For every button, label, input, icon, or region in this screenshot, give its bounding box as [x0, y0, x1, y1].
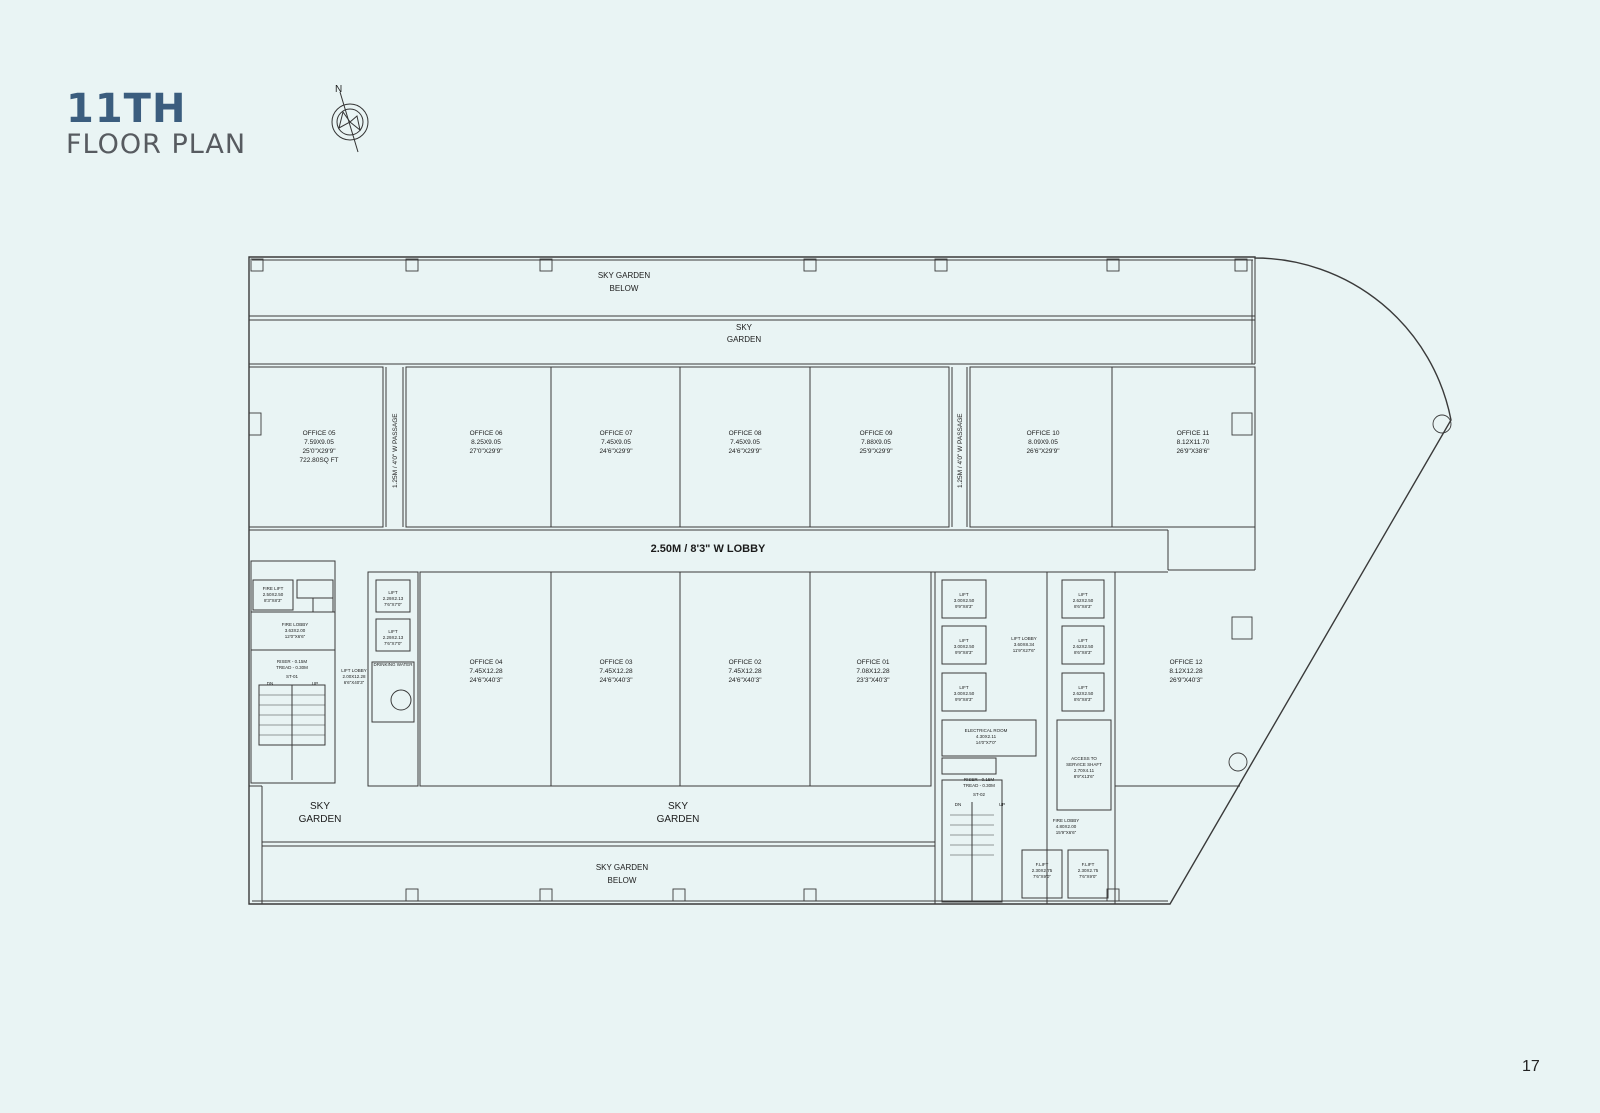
north-compass-icon — [331, 91, 369, 153]
stair-left-dn-label: DN — [267, 681, 274, 686]
page-number: 17 — [1522, 1058, 1540, 1075]
stair-left-label: ST-01 — [286, 674, 299, 679]
title-block: 11TH FLOOR PLAN — [66, 88, 246, 160]
stair-left-up-label: UP — [312, 681, 318, 686]
stair-right-up-label: UP — [999, 802, 1005, 807]
stair-right-label: ST-02 — [973, 792, 986, 797]
page-title: 11TH — [66, 86, 187, 132]
north-label: N — [335, 84, 342, 95]
stair-right-dn-label: DN — [955, 802, 962, 807]
passage-left-label: 1.25M / 4'0" W PASSAGE — [392, 413, 399, 488]
plan-walls — [248, 256, 1452, 905]
page-subtitle: FLOOR PLAN — [66, 129, 247, 160]
passage-right-label: 1.25M / 4'0" W PASSAGE — [957, 413, 964, 488]
lobby-label: 2.50M / 8'3" W LOBBY — [651, 543, 766, 555]
drinking-water-label: DRINKING WATER — [374, 662, 414, 667]
